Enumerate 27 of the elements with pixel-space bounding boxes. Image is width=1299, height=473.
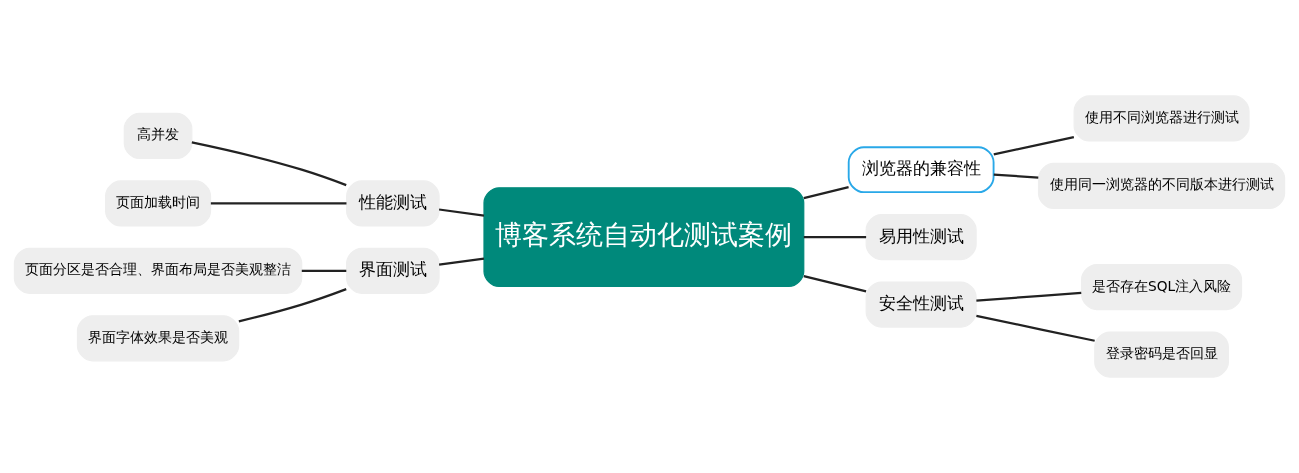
node-box: 浏览器的兼容性	[847, 146, 995, 194]
node-box: 安全性测试	[865, 281, 977, 328]
node-box: 页面分区是否合理、界面布局是否美观整洁	[13, 247, 303, 294]
connector	[993, 173, 1039, 179]
node-box: 界面字体效果是否美观	[76, 315, 240, 362]
node-box: 高并发	[123, 112, 193, 160]
node-box: 使用不同浏览器进行测试	[1073, 95, 1250, 142]
node-box: 登录密码是否回显	[1094, 331, 1229, 378]
node-box: 博客系统自动化测试案例	[483, 187, 805, 288]
connector	[803, 186, 849, 200]
node-box: 易用性测试	[865, 214, 977, 261]
node-box: 是否存在SQL注入风险	[1081, 263, 1243, 311]
node-box: 页面加载时间	[104, 180, 212, 227]
connector	[191, 141, 347, 187]
connector	[238, 288, 347, 323]
connector	[993, 136, 1075, 156]
connector	[803, 274, 867, 293]
connector	[976, 314, 1095, 342]
connector	[976, 291, 1082, 302]
connector	[301, 269, 347, 272]
node-box: 界面测试	[346, 247, 440, 294]
node-box: 性能测试	[346, 180, 440, 227]
connector	[210, 202, 347, 205]
connector	[803, 236, 867, 239]
connector	[438, 208, 485, 217]
node-box: 使用同一浏览器的不同版本进行测试	[1037, 162, 1286, 210]
connector	[438, 257, 485, 266]
